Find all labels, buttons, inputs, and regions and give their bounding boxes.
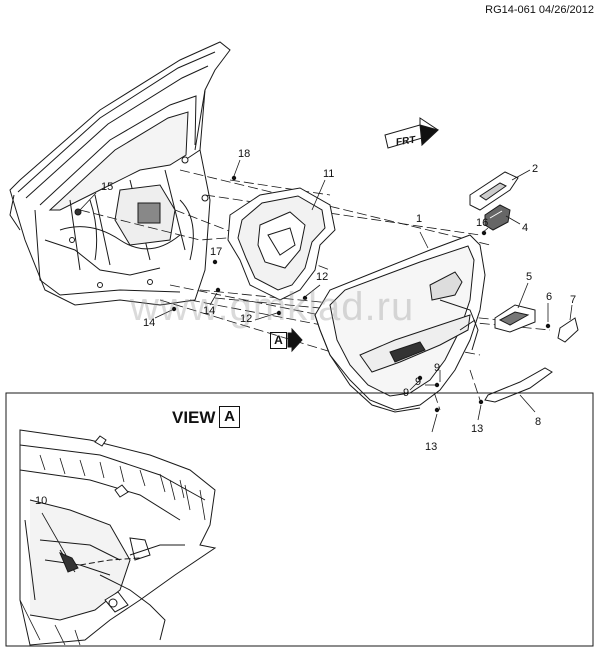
frt-arrow [384, 117, 439, 149]
callout-11: 11 [323, 168, 335, 180]
callout-8: 8 [535, 416, 542, 428]
callout-15: 15 [101, 181, 114, 193]
fasteners [171, 175, 551, 413]
callout-13-b: 13 [471, 423, 484, 435]
callout-1: 1 [416, 213, 423, 225]
part-1-trim-panel [314, 234, 486, 413]
part-5-handle [494, 304, 536, 333]
callout-2: 2 [532, 163, 539, 175]
callout-12-a: 12 [240, 313, 253, 325]
part-11-seal [227, 187, 336, 301]
view-a-marker: A [270, 332, 287, 349]
callout-10: 10 [35, 495, 48, 507]
callout-7: 7 [570, 294, 577, 306]
callout-16: 16 [476, 217, 489, 229]
door-frame [9, 41, 231, 306]
callout-18: 18 [238, 148, 251, 160]
callout-14-b: 14 [203, 305, 216, 317]
callout-12-b: 12 [316, 271, 329, 283]
callout-17: 17 [210, 246, 223, 258]
part-2-bezel [469, 171, 519, 211]
part-4-switch [484, 204, 511, 231]
detail-view-frame [5, 392, 594, 647]
watermark-text: www.gmklad.ru [130, 285, 415, 329]
part-8-strip [484, 367, 553, 403]
detail-view-letter: A [219, 406, 240, 428]
callout-9-c: 9 [434, 362, 441, 374]
view-a-arrow [287, 327, 303, 353]
detail-view-drawing [19, 429, 217, 646]
callout-5: 5 [526, 271, 533, 283]
part-7-cap [557, 317, 579, 343]
callout-13-a: 13 [425, 441, 438, 453]
drawing-reference: RG14-061 04/26/2012 [485, 4, 594, 16]
callout-9-b: 9 [415, 376, 422, 388]
leader-lines [79, 159, 573, 433]
callout-4: 4 [522, 222, 529, 234]
detail-view-title: VIEW [172, 408, 216, 427]
callout-9-a: 9 [403, 387, 410, 399]
callout-14-a: 14 [143, 317, 156, 329]
callout-6: 6 [546, 291, 553, 303]
